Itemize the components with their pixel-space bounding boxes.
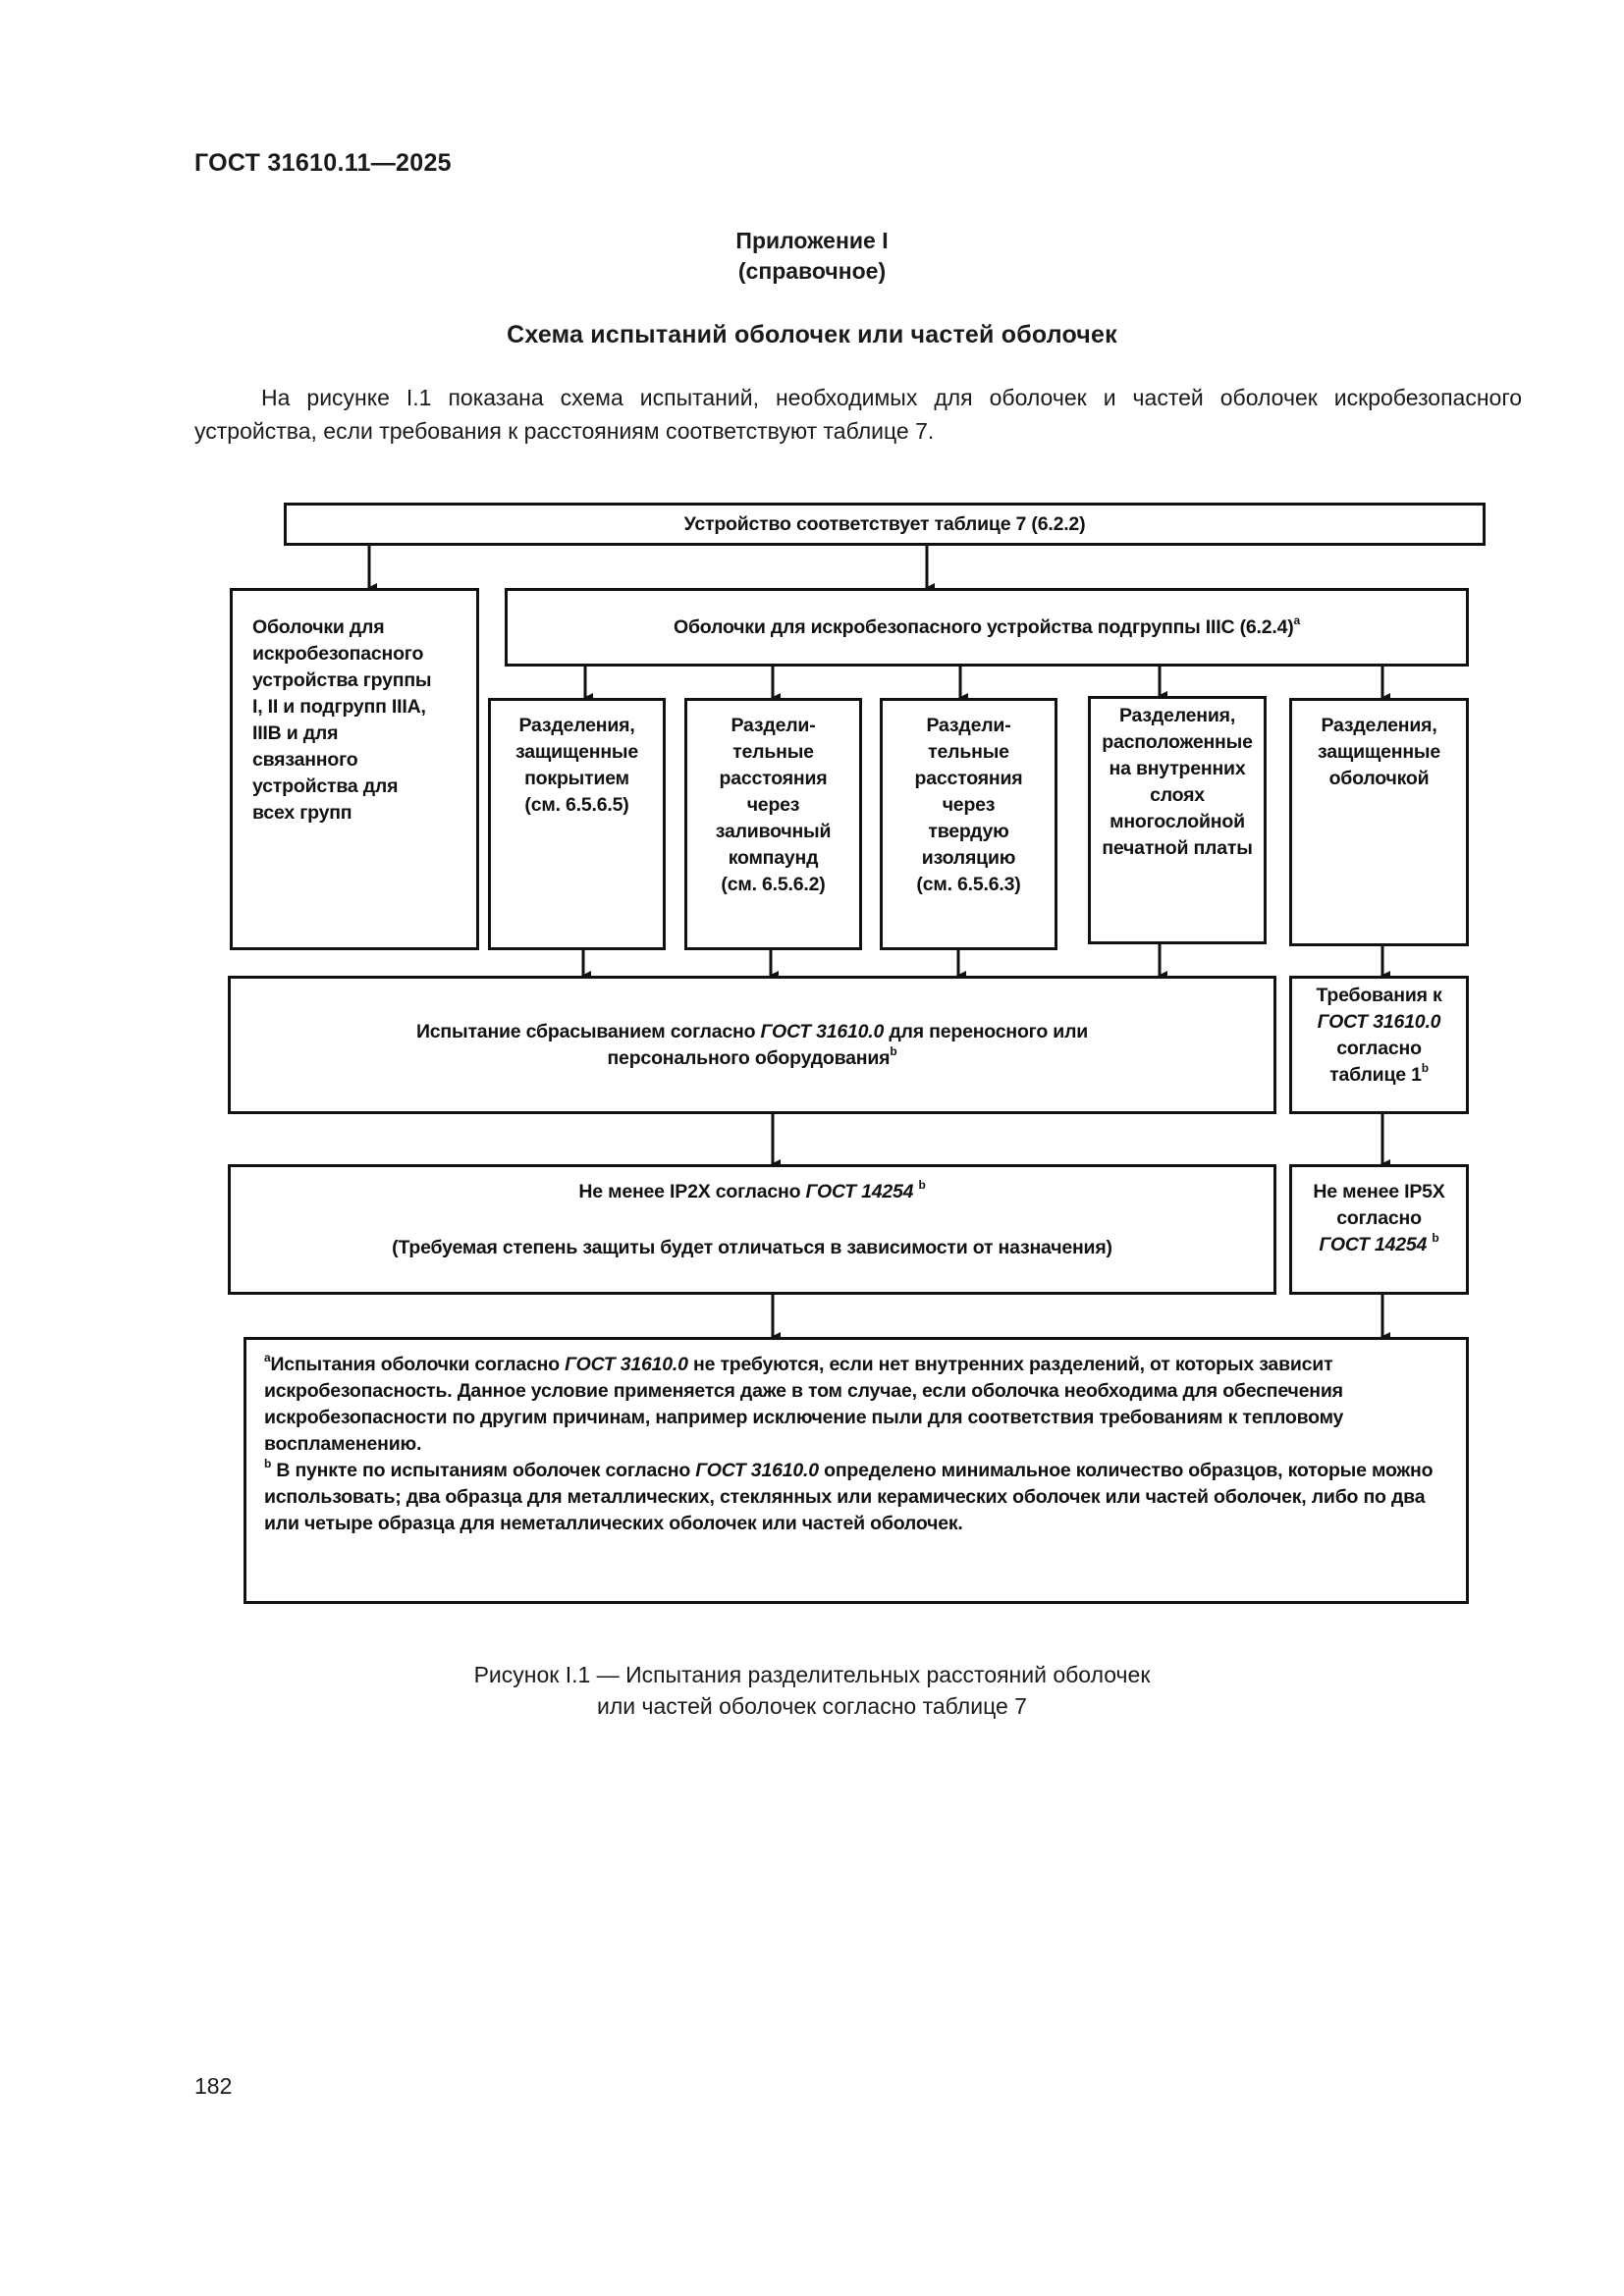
left-box-line: искробезопасного (252, 643, 424, 665)
col3-line: расстояния (914, 768, 1023, 789)
col3-line: через (942, 794, 996, 816)
col3-line: изоляцию (921, 847, 1016, 869)
flow-ip5x-box: Не менее IP5X согласно ГОСТ 14254 b (1289, 1164, 1469, 1295)
col5-line: Разделения, (1321, 715, 1437, 736)
footnote-ref-b: b (1432, 1231, 1439, 1245)
drop-test-line2: персонального оборудованияb (607, 1043, 897, 1069)
req-line3: согласно (1336, 1038, 1422, 1059)
flow-notes-box: aИспытания оболочки согласно ГОСТ 31610.… (244, 1337, 1469, 1604)
flow-top-text: Устройство соответствует таблице 7 (6.2.… (683, 512, 1086, 535)
col2-line: через (746, 794, 800, 816)
flow-drop-test-box: Испытание сбрасыванием согласно ГОСТ 316… (228, 976, 1276, 1114)
left-box-line: устройства группы (252, 669, 432, 691)
ip5x-line2: согласно (1336, 1207, 1422, 1229)
drop-test-line1: Испытание сбрасыванием согласно ГОСТ 316… (415, 1020, 1089, 1042)
col3-line: (см. 6.5.6.3) (916, 874, 1021, 895)
col5-line: оболочкой (1328, 768, 1430, 789)
footnote-ref-a: a (1293, 613, 1301, 627)
col4-line: Разделения, (1118, 705, 1236, 726)
col4-line: на внутренних (1109, 758, 1246, 779)
flow-left-box: Оболочки для искробезопасного устройства… (230, 588, 479, 950)
flow-col5-box: Разделения, защищенные оболочкой (1289, 698, 1469, 946)
document-header: ГОСТ 31610.11—2025 (194, 149, 452, 177)
left-box-line: IIIB и для (252, 722, 339, 744)
col4-line: печатной платы (1102, 837, 1253, 859)
note-b: b В пункте по испытаниям оболочек соглас… (264, 1457, 1434, 1534)
col2-line: расстояния (719, 768, 828, 789)
annex-title: Приложение I (735, 228, 889, 253)
col1-line: покрытием (524, 768, 629, 789)
footnote-ref-b: b (1421, 1061, 1429, 1075)
flow-col1-box: Разделения, защищенные покрытием (см. 6.… (488, 698, 666, 950)
col2-line: тельные (732, 741, 814, 763)
flow-col4-box: Разделения, расположенные на внутренних … (1088, 696, 1267, 944)
page-number: 182 (194, 2073, 233, 2099)
annex-type: (справочное) (737, 258, 887, 284)
col4-line: расположенные (1102, 731, 1253, 753)
col2-line: компаунд (728, 847, 819, 869)
flow-top-box: Устройство соответствует таблице 7 (6.2.… (284, 503, 1486, 546)
flow-ip2x-box: Не менее IP2X согласно ГОСТ 14254 b (Тре… (228, 1164, 1276, 1295)
ip2x-line1: Не менее IP2X согласно ГОСТ 14254 b (578, 1178, 926, 1202)
left-box-line: всех групп (252, 802, 352, 824)
col3-line: Раздели- (926, 715, 1011, 736)
ip5x-line3: ГОСТ 14254 b (1319, 1231, 1439, 1255)
col3-line: твердую (928, 821, 1009, 842)
col1-line: защищенные (514, 741, 639, 763)
col4-line: многослойной (1110, 811, 1245, 832)
col1-line: Разделения, (518, 715, 635, 736)
footnote-ref-b: b (918, 1178, 926, 1192)
intro-paragraph: На рисунке I.1 показана схема испытаний,… (194, 385, 1522, 444)
col3-line: тельные (928, 741, 1009, 763)
flow-requirements-box: Требования к ГОСТ 31610.0 согласно табли… (1289, 976, 1469, 1114)
figure-caption-line1: Рисунок I.1 — Испытания разделительных р… (473, 1662, 1151, 1687)
section-title: Схема испытаний оболочек или частей обол… (507, 321, 1117, 348)
left-box-line: устройства для (252, 775, 399, 797)
flow-col2-box: Раздели- тельные расстояния через заливо… (684, 698, 862, 950)
left-box-line: Оболочки для (252, 616, 385, 638)
ip5x-line1: Не менее IP5X (1313, 1181, 1445, 1202)
col1-line: (см. 6.5.6.5) (524, 794, 629, 816)
col2-line: Раздели- (731, 715, 816, 736)
col4-line: слоях (1150, 784, 1205, 806)
left-box-line: связанного (252, 749, 358, 771)
col5-line: защищенные (1317, 741, 1441, 763)
footnote-ref-b: b (890, 1043, 897, 1058)
req-line1: Требования к (1316, 985, 1442, 1006)
left-box-line: I, II и подгрупп IIIA, (252, 696, 426, 718)
req-line2: ГОСТ 31610.0 (1317, 1011, 1441, 1033)
iiic-box-text: Оболочки для искробезопасного устройства… (673, 613, 1301, 638)
col2-line: (см. 6.5.6.2) (721, 874, 826, 895)
ip2x-note: (Требуемая степень защиты будет отличать… (392, 1237, 1112, 1258)
col2-line: заливочный (715, 821, 832, 842)
req-line4: таблице 1b (1329, 1061, 1429, 1086)
figure-caption: Рисунок I.1 — Испытания разделительных р… (0, 1659, 1624, 1722)
flow-col3-box: Раздели- тельные расстояния через тверду… (880, 698, 1057, 950)
flow-iiic-box: Оболочки для искробезопасного устройства… (505, 588, 1469, 667)
note-a: aИспытания оболочки согласно ГОСТ 31610.… (264, 1351, 1344, 1455)
drop-test-std: ГОСТ 31610.0 (760, 1020, 885, 1042)
figure-caption-line2: или частей оболочек согласно таблице 7 (597, 1693, 1027, 1719)
